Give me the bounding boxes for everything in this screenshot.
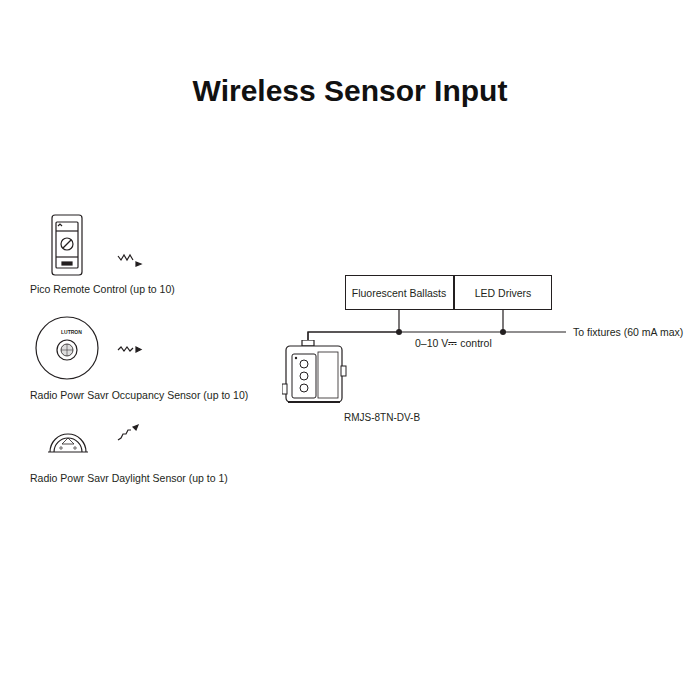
note-text: To fixtures (60 mA max) [573, 326, 683, 338]
fixture-bus-wire [503, 331, 566, 332]
device-label: Radio Powr Savr Occupancy Sensor (up to … [30, 389, 248, 401]
module-illustration [282, 340, 348, 412]
controller-module: RMJS-8TN-DV-B [282, 340, 348, 412]
control-wire [308, 310, 399, 340]
box-label: Fluorescent Ballasts [352, 287, 447, 299]
occupancy-sensor-icon [36, 317, 98, 379]
pico-remote-icon [52, 215, 82, 275]
wireless-signal-symbol [118, 255, 141, 440]
daylight-sensor-icon [48, 434, 88, 452]
diagram-title: Wireless Sensor Input [0, 74, 700, 108]
driver-box: LED Drivers [454, 275, 552, 310]
control-wire [308, 310, 503, 340]
device-label: Radio Powr Savr Daylight Sensor (up to 1… [30, 472, 228, 484]
signal-label: 0–10 V⎓ control [415, 337, 492, 350]
ballast-box: Fluorescent Ballasts [345, 275, 454, 310]
part-label: RMJS-8TN-DV-B [344, 412, 420, 423]
box-label: LED Drivers [475, 287, 532, 299]
logo-text: LUTRON [61, 329, 82, 335]
device-label: Pico Remote Control (up to 10) [30, 283, 175, 295]
